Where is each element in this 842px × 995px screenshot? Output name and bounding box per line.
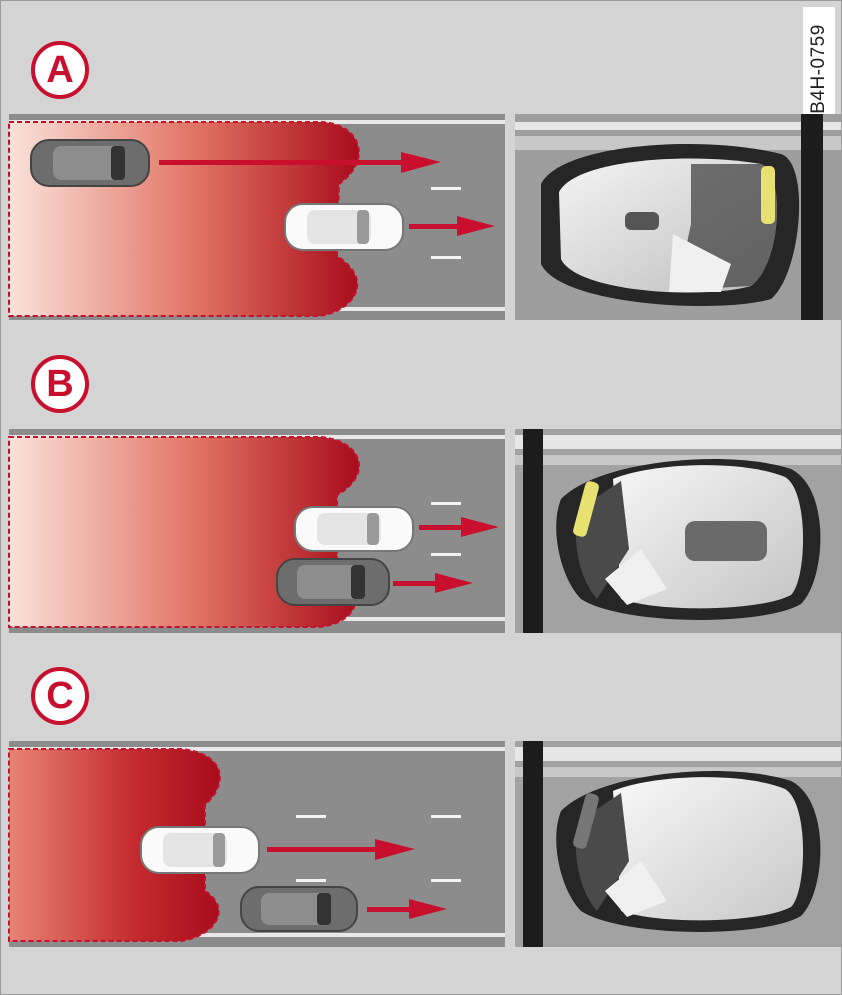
figure-code: B4H-0759 (803, 7, 835, 131)
scenario-c (1, 741, 842, 951)
scenario-a-label: A (46, 48, 74, 91)
scenario-b-label: B (46, 362, 74, 405)
vehicle-white-b (294, 506, 414, 552)
blind-spot-led-a (761, 166, 775, 224)
vehicle-white-c (140, 826, 260, 874)
warning-zone-b (8, 436, 360, 628)
mirror-view-a (515, 114, 841, 320)
arrow-b-1 (419, 517, 499, 537)
vehicle-white-a (284, 203, 404, 251)
arrow-a-1 (159, 152, 441, 173)
arrow-c-1 (267, 839, 415, 860)
arrow-c-2 (367, 899, 447, 919)
blind-spot-led-c (573, 793, 599, 849)
scenario-a (1, 114, 842, 324)
arrow-b-2 (393, 573, 473, 593)
vehicle-dark-a (30, 139, 150, 187)
arrow-a-2 (409, 216, 495, 236)
vehicle-dark-c (240, 886, 358, 932)
mirror-view-c (515, 741, 841, 947)
mirror-view-b (515, 429, 841, 633)
blind-spot-led-b (573, 481, 599, 537)
scenario-b (1, 429, 842, 639)
scenario-b-badge: B (31, 355, 89, 413)
vehicle-dark-b (276, 558, 390, 606)
figure-code-text: B4H-0759 (808, 24, 829, 114)
scenario-a-badge: A (31, 41, 89, 99)
scenario-c-label: C (46, 674, 74, 717)
warning-zone-c (8, 748, 221, 942)
scenario-c-badge: C (31, 667, 89, 725)
